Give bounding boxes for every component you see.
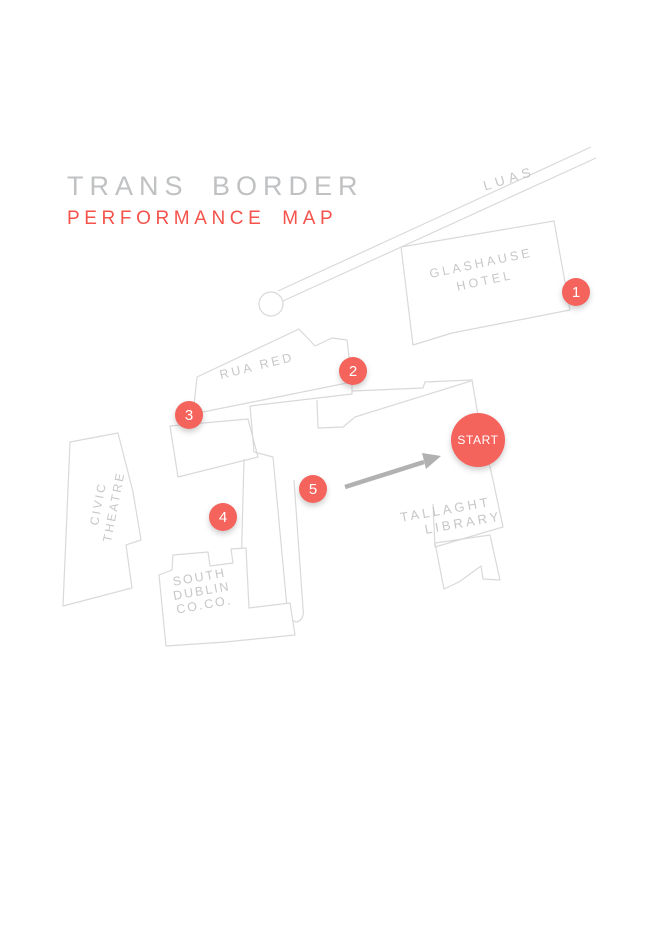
page-subtitle: PERFORMANCE MAP [67,207,338,229]
central-notch [316,380,472,429]
luas-line-upper [277,146,592,292]
library-annex-outline [434,534,501,590]
map-marker-5: 5 [299,475,327,503]
central-top-edge [249,382,353,407]
tallaght-library-label: TALLAGHT LIBRARY [399,494,503,537]
rua-red-annex-outline [169,418,259,478]
route-arrow-head [422,453,441,469]
building-civic-outline [62,432,142,607]
map-marker-4: 4 [209,503,237,531]
building-south-dublin-outline [158,547,296,647]
map-marker-3: 3 [175,401,203,429]
page-title: TRANS BORDER [67,171,364,201]
route-arrow-shaft [344,459,425,490]
luas-terminus-circle [258,291,284,317]
walkway-right-edge [287,479,304,623]
map-marker-2: 2 [339,357,367,385]
map-marker-1: 1 [562,278,590,306]
route-arrow [344,453,441,490]
building-rua-red-outline [192,328,353,415]
luas-line-lower [282,157,597,302]
map-marker-start: START [451,413,505,467]
building-glashause-outline [400,220,571,346]
map-titles: TRANS BORDER PERFORMANCE MAP [67,171,364,230]
